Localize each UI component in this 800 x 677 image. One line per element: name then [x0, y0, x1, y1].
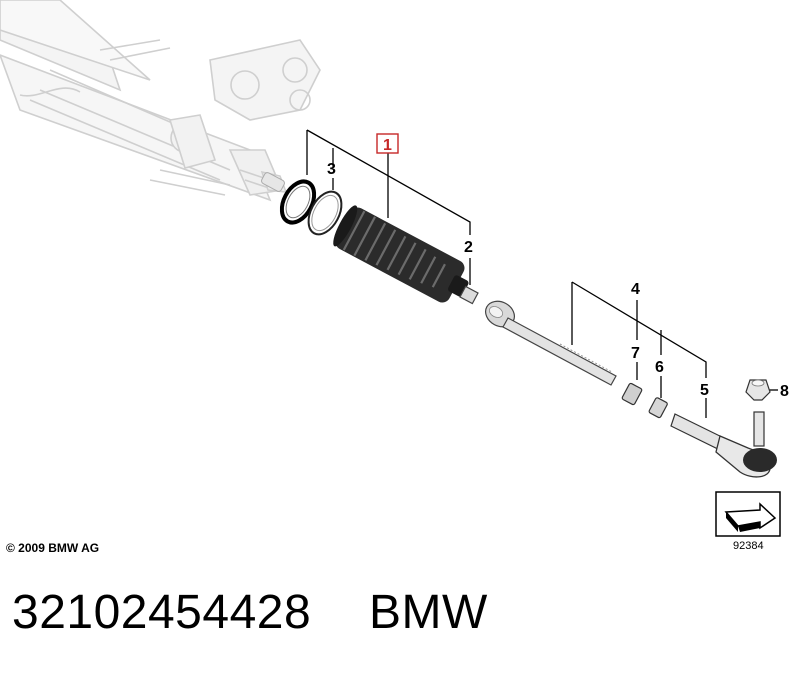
rack-end [261, 172, 285, 192]
callout-4[interactable]: 4 [631, 281, 640, 298]
small-clamp-part [459, 285, 479, 305]
callout-2[interactable]: 2 [464, 239, 473, 256]
clamp-ring-part [307, 190, 343, 236]
callout-8[interactable]: 8 [780, 383, 789, 400]
part-footer: 32102454428 BMW [12, 585, 488, 640]
callout-7[interactable]: 7 [631, 345, 640, 362]
callout-3[interactable]: 3 [327, 161, 336, 178]
part-number: 32102454428 [12, 586, 312, 639]
o-ring-part [279, 179, 317, 225]
callout-6[interactable]: 6 [655, 359, 664, 376]
leader-lines [306, 129, 778, 418]
steering-rack-ghost [0, 0, 321, 202]
tie-rod-end-part [670, 411, 777, 478]
highlight-box [376, 133, 399, 154]
lock-nut-part [621, 382, 643, 406]
copyright-label: © 2009 BMW AG [6, 541, 100, 555]
callout-5[interactable]: 5 [700, 382, 709, 399]
orientation-symbol [715, 491, 781, 537]
self-locking-nut-part [745, 379, 771, 401]
diagram-number: 92384 [733, 540, 764, 552]
bellows-boot-part [333, 205, 469, 303]
lock-clamp-part [648, 397, 668, 419]
brand-name: BMW [369, 586, 488, 639]
inner-tie-rod-part [485, 300, 617, 386]
callout-1[interactable]: 1 [383, 137, 392, 154]
